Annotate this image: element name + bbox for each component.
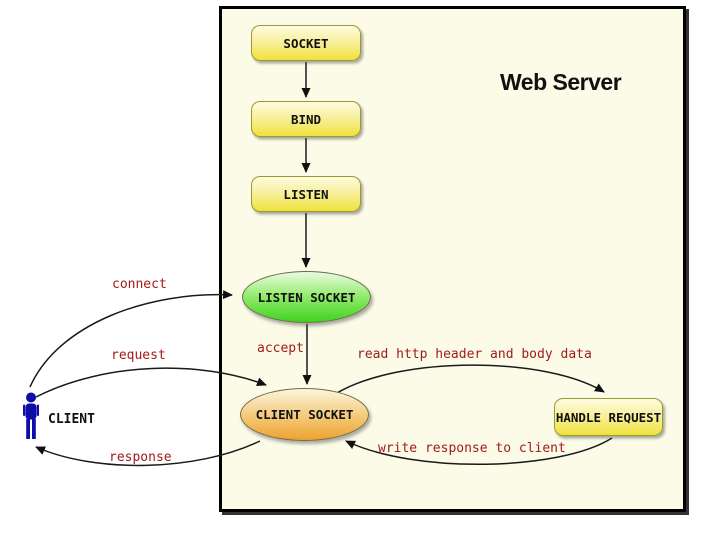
edge-label-response: response xyxy=(109,450,172,465)
node-bind: BIND xyxy=(251,101,361,137)
client-person-icon xyxy=(23,392,39,439)
node-client-socket: CLIENT SOCKET xyxy=(240,388,369,441)
arrow-connect xyxy=(29,290,233,388)
edge-label-request: request xyxy=(111,348,166,363)
edge-label-read-http: read http header and body data xyxy=(357,347,592,362)
node-handle-request: HANDLE REQUEST xyxy=(554,398,663,436)
edge-label-write-response: write response to client xyxy=(378,441,566,456)
node-listen: LISTEN xyxy=(251,176,361,212)
client-label: CLIENT xyxy=(48,412,95,427)
node-socket: SOCKET xyxy=(251,25,361,61)
edge-label-connect: connect xyxy=(112,277,167,292)
node-listen-socket: LISTEN SOCKET xyxy=(242,271,371,323)
edge-label-accept: accept xyxy=(257,341,304,356)
panel-title: Web Server xyxy=(500,69,622,95)
